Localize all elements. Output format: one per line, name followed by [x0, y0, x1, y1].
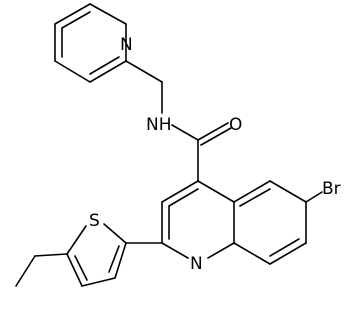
quinoline-ring [161, 180, 323, 265]
linker-bonds [125, 60, 232, 182]
pyridine-nitrogen-label: N [120, 35, 133, 55]
bromine-label: Br [322, 179, 341, 199]
thiophene-sulfur-label: S [89, 211, 100, 231]
carbonyl-oxygen-label: O [229, 115, 242, 135]
thiophene-ring [15, 223, 163, 287]
quinoline-nitrogen-label: N [190, 254, 203, 274]
pyridine-ring [54, 3, 127, 83]
amide-nitrogen-label: NH [146, 115, 172, 135]
